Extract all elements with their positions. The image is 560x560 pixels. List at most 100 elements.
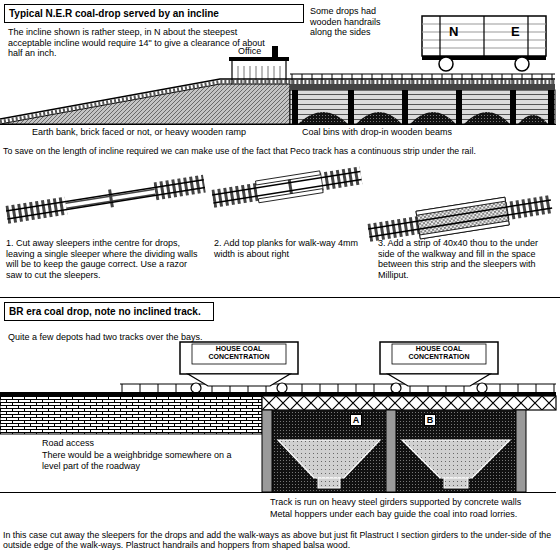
concrete-wall [262, 410, 526, 492]
bay-letter: B [425, 415, 435, 425]
coal-bays [318, 478, 340, 488]
brick-wall [0, 396, 262, 434]
coal-bays [272, 410, 516, 492]
wagon-lettering: HOUSE COAL CONCENTRATION [394, 345, 484, 362]
bay-marker: B [424, 414, 436, 426]
section-title: BR era coal drop, note no inclined track… [9, 306, 209, 318]
hopper-wagon [391, 383, 401, 393]
track-cut-sleepers [7, 188, 205, 219]
coal-bins [290, 84, 555, 90]
bay-letter: A [351, 415, 361, 425]
coal-bins [402, 90, 408, 124]
road-line [0, 492, 556, 493]
track-cut-sleepers [5, 175, 205, 224]
office-building [229, 57, 289, 61]
road-line [0, 492, 556, 493]
hopper-wagon [392, 344, 486, 364]
track-on-incline [0, 79, 555, 119]
coal-wagon [422, 16, 546, 71]
hopper-wagon [277, 383, 287, 393]
wagon-letter: E [511, 24, 520, 39]
earth-bank-incline [0, 84, 290, 124]
section-divider [0, 297, 560, 298]
girder-note: Track is run on heavy steel girders supp… [270, 497, 558, 508]
coal-bins [456, 90, 462, 124]
br-handrail [122, 384, 554, 392]
track-on-incline [0, 82, 555, 122]
weighbridge-note: There would be a weighbridge somewhere o… [42, 450, 242, 471]
track-cut-sleepers [6, 180, 204, 211]
track-with-planks [211, 183, 258, 208]
concrete-wall [262, 410, 272, 492]
handrail-note: Some drops had wooden handrails along th… [310, 6, 404, 38]
coal-bays [278, 440, 380, 478]
step-note: 3. Add a strip of 40x40 thou to the unde… [378, 238, 556, 281]
coal-bays [396, 410, 516, 492]
track-underside-strip [368, 200, 551, 229]
section-title: Typical N.E.R coal-drop served by an inc… [9, 8, 299, 20]
hopper-wagon [477, 383, 487, 393]
coal-bins [290, 84, 555, 124]
track-underside-strip [367, 216, 419, 242]
bins-caption: Coal bins with drop-in wooden beams [302, 127, 552, 138]
track-cut-sleepers [108, 189, 114, 207]
coal-bins [292, 90, 298, 124]
coal-wagon [422, 16, 546, 56]
hopper-wagon [188, 374, 290, 386]
track-on-incline [0, 79, 555, 122]
hopper-wagon [191, 383, 201, 393]
br-handrail [120, 384, 556, 392]
hopper-wagon [380, 342, 498, 374]
steel-girder [262, 396, 556, 410]
ground-line [0, 124, 556, 125]
hopper-note: Metal hoppers under each bay guide the c… [270, 509, 558, 520]
coal-bays [444, 478, 468, 488]
wagon-letter: N [449, 24, 458, 39]
section-divider [0, 297, 560, 298]
wagon-lettering: HOUSE COAL CONCENTRATION [194, 345, 284, 362]
brick-wall [0, 396, 262, 434]
earth-bank-incline [0, 84, 290, 124]
hopper-wagon [180, 342, 298, 393]
track-with-planks [211, 165, 363, 210]
bay-marker: A [350, 414, 362, 426]
coal-bays [272, 410, 386, 492]
hopper-wagon [380, 342, 498, 393]
step-note: 1. Cut away sleepers inthe centre for dr… [6, 238, 200, 281]
track-cut-sleepers [154, 175, 206, 201]
track-underside-strip [420, 221, 510, 239]
office-building [272, 46, 278, 58]
concrete-wall [386, 410, 396, 492]
coal-bins [548, 90, 554, 124]
closing-note: In this case cut away the sleepers for t… [3, 530, 559, 551]
coal-bays [402, 440, 510, 478]
intro-note: To save on the length of incline require… [3, 146, 559, 156]
track-cut-sleepers [66, 193, 155, 209]
coal-wagon [440, 16, 528, 56]
coal-wagon [439, 57, 453, 71]
track-underside-strip [416, 197, 509, 239]
track-underside-strip [369, 208, 552, 237]
coal-bins [290, 90, 555, 124]
ground-line [0, 124, 556, 125]
title-box: Typical N.E.R coal-drop served by an inc… [4, 4, 304, 23]
hopper-wagon [388, 374, 490, 386]
coal-wagon [515, 57, 529, 71]
steel-girder [262, 396, 556, 410]
road-label: Road access [42, 438, 94, 449]
coal-bins [348, 90, 354, 124]
hopper-wagon [192, 344, 286, 364]
track-with-planks [213, 179, 361, 202]
incline-note: The incline shown is rather steep, in N … [8, 27, 276, 59]
track-with-planks [320, 167, 362, 191]
deck-track [0, 392, 556, 396]
deck-track [0, 392, 556, 396]
track-underside-strip [416, 197, 506, 215]
office-label: Office [238, 46, 261, 57]
title-box: BR era coal drop, note no inclined track… [4, 302, 214, 321]
track-underside-strip [506, 195, 553, 220]
concrete-wall [516, 410, 526, 492]
bank-caption: Earth bank, brick faced or not, or heavy… [32, 127, 294, 138]
step-note: 2. Add top planks for walk-way 4mm width… [214, 238, 366, 259]
